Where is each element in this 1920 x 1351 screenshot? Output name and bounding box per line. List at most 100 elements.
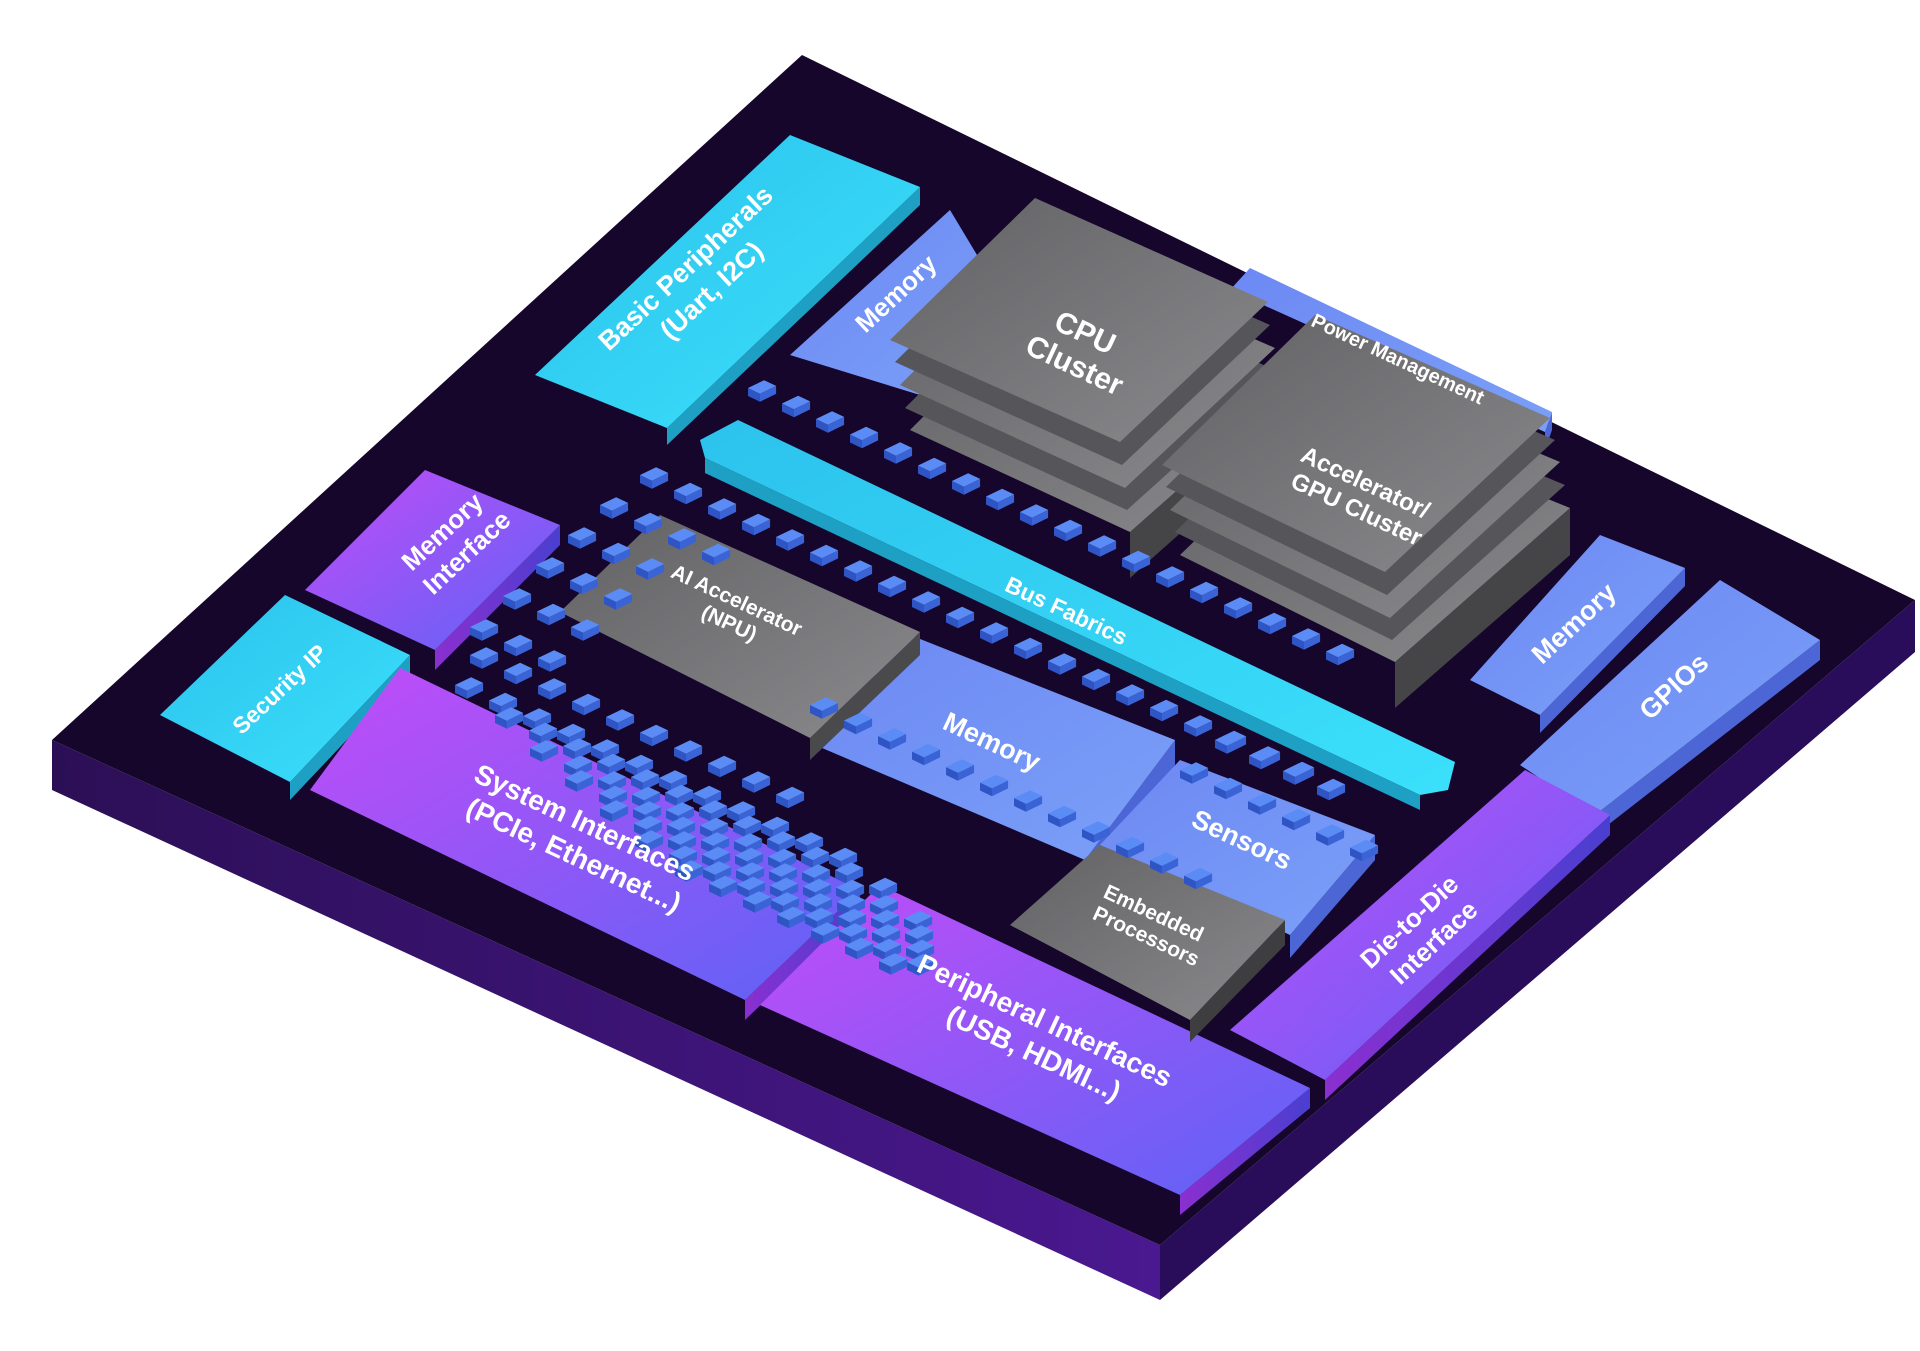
bump-pad-side (1127, 689, 1145, 706)
bump-pad-side (608, 759, 626, 776)
bump-pad (529, 722, 558, 737)
bump-pad-side (743, 899, 755, 913)
bump-pad (1122, 550, 1151, 565)
die-to-die-interface-block[interactable] (1230, 770, 1610, 1100)
gpu-cluster-block[interactable] (1162, 315, 1570, 708)
bump-pad-side (665, 792, 677, 807)
bump-pad (912, 591, 941, 605)
bump-pad (946, 759, 975, 773)
bump-pad-side (600, 808, 612, 822)
bump-pad-side (861, 432, 879, 449)
bump-pad-side (633, 809, 645, 823)
bump-pad-side (547, 562, 565, 579)
bump-pad (1048, 653, 1077, 667)
bump-pad (879, 953, 908, 967)
bump-pad-side (1283, 771, 1295, 785)
bump-pad (563, 738, 592, 752)
bump-pad-side (489, 700, 501, 715)
bump-pad-side (1122, 558, 1134, 573)
bump-pad (836, 879, 865, 894)
bump-pad-side (793, 401, 811, 418)
bump-pad-side (685, 745, 703, 762)
bump-pad-side (1088, 543, 1100, 557)
bump-pad-side (952, 481, 964, 495)
bump-pad-side (1020, 512, 1032, 526)
sensors-block[interactable] (1100, 760, 1375, 958)
bump-pad-side (646, 835, 664, 852)
bump-pad (538, 650, 567, 664)
bump-pad-side (837, 902, 849, 916)
bump-pad-side (879, 961, 891, 975)
bump-pad (1215, 732, 1244, 746)
bump-pad-side (529, 730, 541, 745)
bump-pad-side (777, 914, 789, 929)
bump-pad (1088, 535, 1117, 549)
bump-pad-side (1167, 571, 1185, 588)
bump-pad-side (1195, 873, 1213, 890)
security-ip-block[interactable] (160, 595, 410, 800)
bump-pad-side (889, 733, 907, 750)
bump-pad-side (904, 918, 916, 933)
bump-pad (700, 817, 729, 832)
bump-pad (810, 697, 839, 711)
bump-pad-side (1195, 720, 1213, 737)
bump-pad (1180, 762, 1209, 776)
bump-pad-side (878, 736, 890, 750)
bump-pad-side (838, 916, 850, 931)
basic-peripherals-block[interactable] (535, 135, 920, 445)
bump-pad-side (702, 854, 714, 869)
bump-pad-side (506, 712, 524, 729)
bump-pad-side (742, 779, 754, 793)
bump-pad-side (549, 683, 567, 700)
bump-pad-side (946, 767, 958, 781)
bump-pad (1116, 836, 1145, 851)
bump-pad (907, 954, 936, 968)
bump-pad-side (997, 494, 1015, 511)
bump-pad-side (918, 959, 936, 976)
bump-pad-side (668, 536, 680, 550)
bump-pad (600, 800, 629, 814)
bump-pad-side (744, 821, 762, 838)
bump-pad-side (538, 658, 550, 672)
bump-pad-side (582, 624, 600, 641)
bump-pad-side (810, 705, 822, 719)
bump-pad (455, 677, 484, 691)
bump-pad-side (753, 776, 771, 793)
system-interfaces-block[interactable] (310, 668, 860, 1020)
bump-pad (844, 560, 873, 574)
bump-pad-side (754, 896, 772, 913)
bump-pad-side (801, 854, 813, 869)
bump-pad (631, 769, 660, 783)
bump-pad-side (769, 871, 781, 885)
bump-pad (871, 909, 900, 924)
bump-pad-side (1116, 844, 1128, 859)
bump-pad-side (636, 566, 648, 580)
bump-pad-side (1048, 813, 1060, 828)
bump-pad-side (906, 947, 918, 962)
bump-pad (702, 846, 731, 861)
bump-pad (1214, 777, 1243, 792)
bump-pad (570, 572, 599, 587)
embedded-processors-block[interactable] (1010, 845, 1285, 1042)
bump-pad-side (991, 780, 1009, 797)
bump-pad-side (710, 805, 728, 822)
bump-pad-side (1014, 645, 1026, 660)
bump-pad (1326, 643, 1355, 658)
bump-pad-side (1259, 798, 1277, 815)
bump-pad (767, 831, 796, 845)
bump-pad (869, 877, 898, 892)
bump-pad (665, 784, 694, 799)
bump-pad-side (1326, 651, 1338, 666)
bump-pad-side (1127, 842, 1145, 859)
memory-interface-block[interactable] (305, 470, 560, 670)
bump-pad (835, 862, 864, 876)
memory-right-block[interactable] (1470, 535, 1685, 733)
bump-pad (838, 908, 867, 923)
bump-pad (640, 467, 669, 481)
bump-pad-side (708, 763, 720, 778)
gpios-block[interactable] (1520, 580, 1820, 835)
bump-pad-side (810, 552, 822, 567)
bump-pad (565, 770, 594, 784)
bus-fabrics-block[interactable] (700, 420, 1455, 810)
